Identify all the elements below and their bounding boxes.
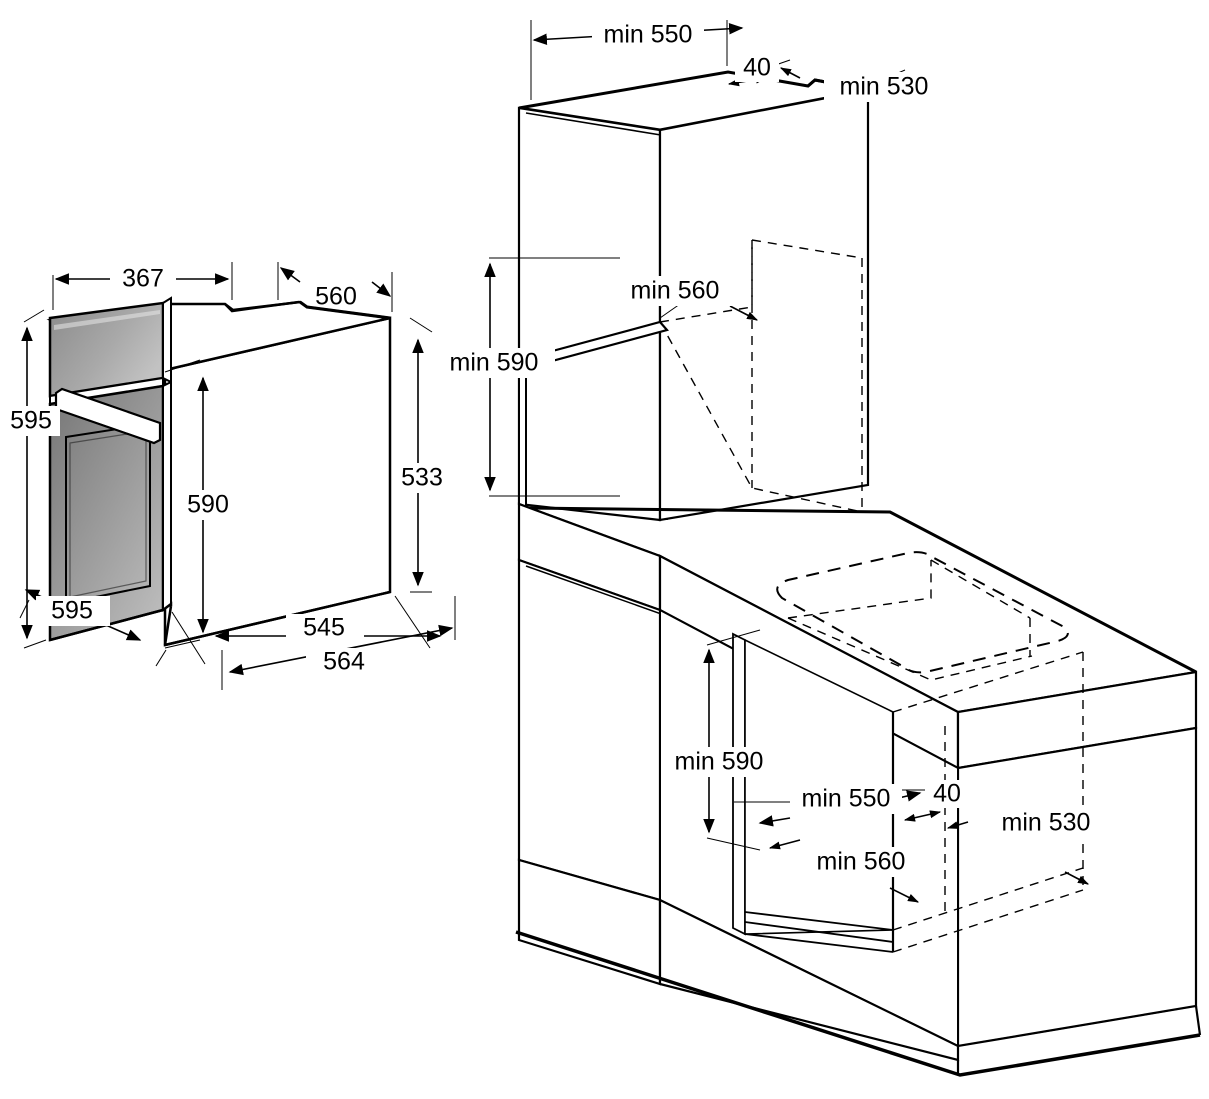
lower-niche-left-jamb	[732, 632, 746, 936]
dim-595-width-label: 595	[51, 597, 93, 625]
lower-cabinet-right-face	[956, 726, 1198, 1048]
dim-min590-lower: min 590	[662, 648, 780, 834]
plinth-step-line	[957, 1005, 1197, 1047]
lower-niche-bottom-rail-1	[744, 911, 894, 931]
hob-cutout-projection	[787, 559, 1033, 681]
oven-door-glass-inner	[69, 430, 147, 598]
lower-cabinet-left-face	[517, 558, 662, 902]
lower-niche-bottom-rail-3	[744, 933, 894, 953]
oven-panel-edge	[162, 296, 172, 384]
oven-handle-bottom-line	[55, 408, 155, 444]
dim-min530-lower-label: min 530	[1002, 809, 1091, 837]
oven-handle-cap	[153, 439, 161, 444]
dim-min550-top: min 550	[532, 20, 744, 50]
dim-min530-lower: min 530	[946, 808, 1107, 885]
dim-min560-upper: min 560	[614, 276, 758, 321]
dim-564-label: 564	[323, 648, 365, 676]
worktop-fill	[519, 512, 1195, 712]
dim-533: 533	[392, 338, 452, 587]
dim-min550-lower-label: min 550	[802, 785, 891, 813]
dim-40-top-label: 40	[743, 54, 771, 82]
oven-top-notch	[224, 300, 300, 313]
oven-appliance-view: 367 367 560 595 590 533	[2, 262, 456, 690]
dim-min550-lower: min 550	[758, 784, 922, 827]
worktop-rear-edge	[526, 506, 1197, 674]
upper-niche-shelf-dashed-b	[751, 239, 863, 259]
oven-handle-top-line	[61, 388, 161, 424]
dim-545-label: 545	[303, 614, 345, 642]
hob-cutout-dashed	[776, 551, 1069, 674]
upper-cabinet-right-face	[658, 88, 870, 522]
dim-min530-top-label: min 530	[840, 73, 929, 101]
dim-560-label: 560	[315, 283, 357, 311]
upper-niche-left-wall	[518, 357, 527, 513]
lower-niche-dashed-box	[892, 651, 1084, 953]
dim-min560-lower-label: min 560	[817, 848, 906, 876]
lower-niche-bottom-rail-2	[744, 921, 894, 943]
dim-595-height: 595	[2, 326, 60, 640]
dim-min590-lower-label: min 590	[675, 748, 764, 776]
plinth-bottom-edge	[515, 930, 1201, 1077]
dim-min560-upper-label: min 560	[631, 277, 720, 305]
oven-bottom-side-edge	[164, 590, 391, 647]
dim-40-lower-label: 40	[933, 780, 961, 808]
dim-560: 560	[279, 267, 392, 311]
dim-min590-upper: min 590	[437, 262, 555, 492]
dim-595-height-label: 595	[10, 407, 52, 435]
oven-bottom-front-edge	[163, 605, 173, 646]
oven-body-side-face	[163, 316, 392, 647]
dim-590-label: 590	[187, 491, 229, 519]
dim-min550-top-label: min 550	[604, 21, 693, 49]
upper-cabinet-left-face	[517, 106, 662, 522]
dim-367-text: 367	[122, 265, 164, 293]
oven-rear-fin	[299, 300, 391, 320]
dim-40-lower: 40	[903, 780, 969, 822]
dim-564: 564	[228, 624, 454, 678]
dim-590: 590	[178, 376, 238, 634]
dim-367: 367 367	[54, 265, 230, 293]
cabinet-niche-view: min 550 40 min 530 min 590 min 560	[437, 20, 1202, 1077]
plinth-right-edge	[1194, 1005, 1202, 1036]
dim-595-width: 595	[24, 589, 142, 641]
dim-40-top: 40	[727, 54, 779, 87]
dim-min560-lower: min 560	[768, 839, 922, 903]
dim-533-label: 533	[401, 464, 443, 492]
oven-control-panel-highlight	[54, 310, 160, 330]
upper-niche-base-dashed	[659, 321, 863, 513]
oven-door-edge	[162, 380, 172, 612]
dim-min590-upper-label: min 590	[450, 349, 539, 377]
dim-min530-top: min 530	[780, 67, 946, 102]
